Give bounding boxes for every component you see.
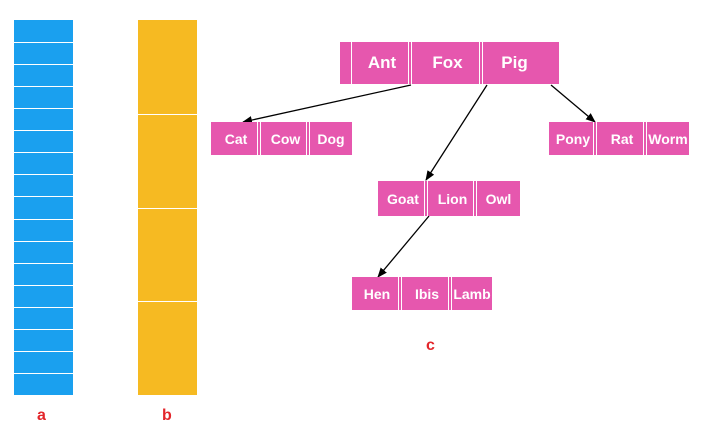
edge-root-left — [242, 84, 412, 124]
tree-node-right: Pony Rat Worm — [549, 122, 689, 155]
key-fox: Fox — [412, 42, 483, 84]
segment-divider — [14, 152, 73, 154]
segment-divider — [14, 130, 73, 132]
key-hen: Hen — [352, 277, 402, 310]
segment-divider — [14, 86, 73, 88]
tree-node-bottom: Hen Ibis Lamb — [352, 277, 492, 310]
key-cow: Cow — [261, 122, 310, 155]
key-lion: Lion — [428, 181, 477, 216]
segment-divider — [14, 328, 73, 330]
segment-divider — [138, 113, 197, 115]
segment-divider — [14, 218, 73, 220]
array-column-a — [14, 20, 73, 395]
segment-divider — [138, 301, 197, 303]
segment-divider — [14, 306, 73, 308]
key-owl: Owl — [485, 190, 512, 207]
key-dog: Dog — [317, 130, 345, 147]
key-rat: Rat — [597, 122, 647, 155]
segment-divider — [14, 262, 73, 264]
segment-divider — [14, 350, 73, 352]
caption-b: b — [162, 407, 172, 424]
tree-node-left: Cat Cow Dog — [211, 122, 352, 155]
tree-node-middle: Goat Lion Owl — [378, 181, 520, 216]
edge-root-right — [550, 84, 596, 123]
key-cat: Cat — [211, 122, 261, 155]
segment-divider — [14, 64, 73, 66]
segment-divider — [14, 108, 73, 110]
array-column-b — [138, 20, 197, 395]
key-lamb: Lamb — [453, 285, 491, 302]
key-ibis: Ibis — [402, 277, 452, 310]
segment-divider — [14, 240, 73, 242]
tree-node-root: Ant Fox Pig — [340, 42, 560, 84]
key-ant: Ant — [352, 42, 412, 84]
segment-divider — [14, 372, 73, 374]
segment-divider — [14, 284, 73, 286]
segment-divider — [14, 196, 73, 198]
key-goat: Goat — [378, 181, 428, 216]
key-pig: Pig — [501, 53, 528, 72]
edge-root-middle — [425, 84, 488, 181]
key-pony: Pony — [549, 122, 597, 155]
caption-c: c — [426, 337, 435, 354]
segment-divider — [14, 42, 73, 44]
caption-a: a — [37, 407, 46, 424]
edge-middle-bottom — [377, 215, 430, 278]
segment-divider — [14, 174, 73, 176]
segment-divider — [138, 207, 197, 209]
key-worm: Worm — [648, 130, 688, 147]
